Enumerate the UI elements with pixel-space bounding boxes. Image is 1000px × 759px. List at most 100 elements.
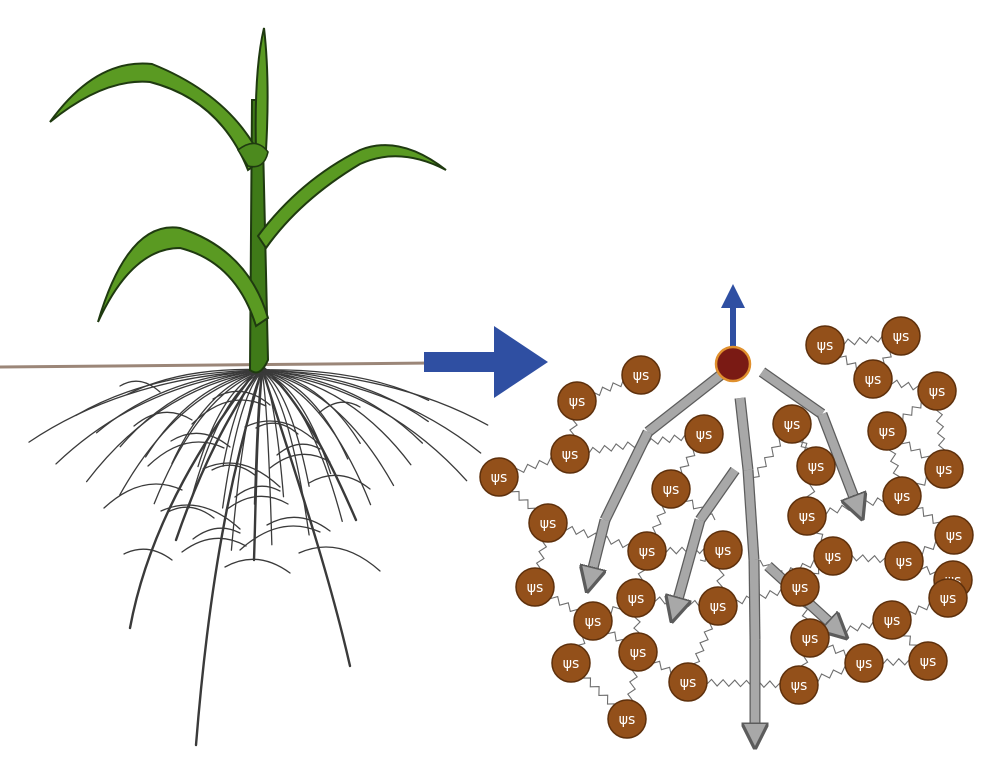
node-label: ψs	[799, 509, 816, 525]
node-label: ψs	[639, 544, 656, 560]
xylem-segment	[743, 469, 759, 561]
node-label: ψs	[929, 384, 946, 400]
root-collar-node	[714, 345, 752, 383]
fine-root	[259, 369, 310, 536]
fine-root	[253, 369, 430, 402]
fine-root	[119, 369, 268, 496]
soil-water-potential-node: ψs	[934, 515, 974, 555]
node-circle	[550, 434, 590, 474]
soil-water-potential-node: ψs	[772, 404, 812, 444]
node-label: ψs	[585, 614, 602, 630]
soil-water-potential-node: ψs	[651, 469, 691, 509]
fine-root	[254, 369, 468, 482]
fine-root	[269, 453, 331, 469]
xylem-segment	[696, 467, 739, 523]
fine-root	[192, 527, 241, 540]
node-circle	[684, 414, 724, 454]
node-circle	[621, 355, 661, 395]
fine-root	[308, 474, 371, 490]
node-label: ψs	[946, 528, 963, 544]
node-label: ψs	[569, 394, 586, 410]
fine-root	[244, 420, 321, 446]
node-circle	[551, 643, 591, 683]
soil-water-potential-node: ψs	[528, 503, 568, 543]
fine-root	[224, 558, 291, 574]
fine-root	[266, 516, 331, 532]
node-circle	[618, 632, 658, 672]
soil-water-potential-node: ψs	[844, 643, 884, 683]
fine-root	[230, 369, 264, 551]
fine-root	[123, 548, 173, 561]
node-label: ψs	[491, 470, 508, 486]
xylem-segment	[749, 559, 760, 641]
xylem-segment	[818, 412, 858, 508]
node-circle	[573, 601, 613, 641]
fine-root	[254, 369, 482, 454]
node-circle	[703, 530, 743, 570]
fine-root	[147, 441, 225, 467]
soil-water-potential-node: ψs	[867, 411, 907, 451]
fine-root	[188, 369, 266, 509]
node-label: ψs	[680, 675, 697, 691]
node-label: ψs	[936, 462, 953, 478]
fine-root	[103, 483, 183, 509]
node-circle	[796, 446, 836, 486]
soil-water-potential-node: ψs	[917, 371, 957, 411]
xylem-segment	[645, 370, 725, 436]
soil-surface-line	[0, 361, 433, 369]
fine-root	[181, 537, 247, 553]
node-label: ψs	[920, 654, 937, 670]
fine-root	[133, 411, 193, 427]
xylem-segment	[675, 518, 705, 610]
node-circle	[790, 618, 830, 658]
node-label: ψs	[540, 516, 557, 532]
soil-water-potential-node: ψs	[924, 449, 964, 489]
node-label: ψs	[630, 645, 647, 661]
fine-root	[253, 369, 263, 505]
soil-water-potential-nodes: ψs ψs ψs ψs ψs ψs ψs ψs ψs ψs ψs ψs ψs ψs ψs ψs ψs ψs ψs ψs…	[479, 316, 974, 739]
soil-water-potential-node: ψs	[908, 641, 948, 681]
node-circle	[881, 316, 921, 356]
fine-root	[318, 401, 361, 414]
primary-root	[262, 366, 358, 522]
node-label: ψs	[879, 424, 896, 440]
soil-water-potential-node: ψs	[805, 325, 845, 365]
node-circle	[884, 541, 924, 581]
fine-root	[202, 462, 281, 488]
fine-root	[170, 432, 231, 448]
fine-root	[75, 369, 271, 417]
node-circle	[872, 600, 912, 640]
node-label: ψs	[527, 580, 544, 596]
fine-root	[221, 369, 265, 509]
fine-root	[225, 495, 289, 511]
xylem-segment	[735, 397, 753, 471]
node-label: ψs	[563, 656, 580, 672]
node-circle	[772, 404, 812, 444]
xylem-segment	[601, 430, 652, 522]
fine-root	[276, 443, 321, 456]
maize-plant	[49, 27, 447, 374]
fine-root	[298, 546, 381, 572]
soil-water-potential-node: ψs	[621, 355, 661, 395]
soil-water-potential-node: ψs	[551, 643, 591, 683]
soil-water-potential-node: ψs	[607, 699, 647, 739]
soil-water-potential-node: ψs	[872, 600, 912, 640]
soil-water-potential-node: ψs	[881, 316, 921, 356]
node-label: ψs	[896, 554, 913, 570]
node-circle	[882, 476, 922, 516]
fine-root	[171, 369, 268, 465]
soil-water-potential-node: ψs	[616, 578, 656, 618]
xylem-segment	[759, 368, 825, 418]
fine-root	[234, 485, 281, 498]
soil-water-potential-node: ψs	[780, 567, 820, 607]
leaf-sheath	[236, 142, 269, 168]
node-label: ψs	[715, 543, 732, 559]
node-circle	[908, 641, 948, 681]
node-circle	[627, 531, 667, 571]
node-label: ψs	[710, 599, 727, 615]
node-label: ψs	[619, 712, 636, 728]
node-label: ψs	[884, 613, 901, 629]
node-label: ψs	[940, 591, 957, 607]
node-circle	[934, 515, 974, 555]
